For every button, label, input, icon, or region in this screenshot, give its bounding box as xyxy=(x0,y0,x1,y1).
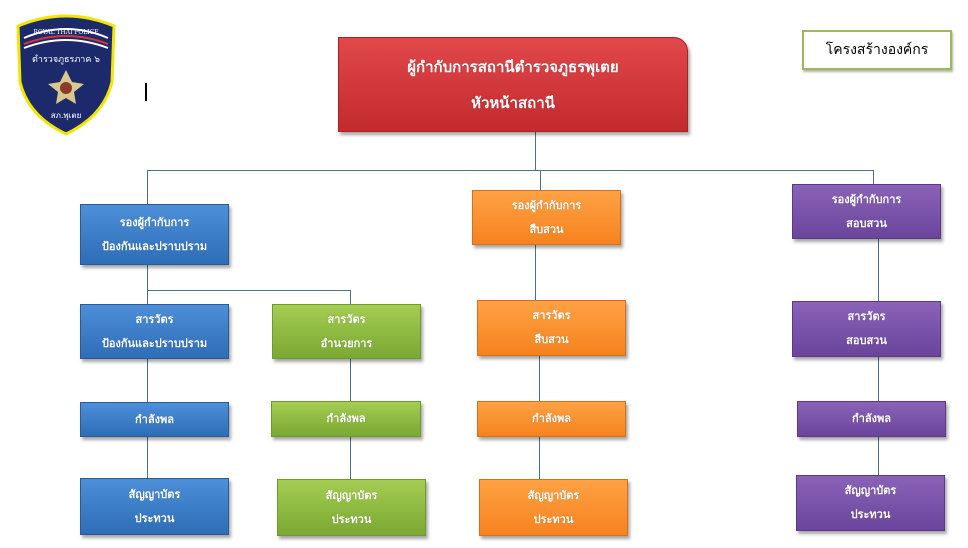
connector xyxy=(147,170,874,171)
node-ranks-prevention[interactable]: สัญญาบัตร ประทวน xyxy=(80,478,229,535)
node-deputy-investigation[interactable]: รองผู้กำกับการ สืบสวน xyxy=(472,190,621,245)
node-line2: ป้องกันและปราบปราม xyxy=(101,336,208,350)
node-line1: สารวัตร xyxy=(847,310,886,323)
node-station-chief[interactable]: ผู้กำกับการสถานีตำรวจภูธรพุเตย หัวหน้าสถ… xyxy=(338,37,688,132)
node-inspector-prevention[interactable]: สารวัตร ป้องกันและปราบปราม xyxy=(80,304,229,359)
node-ranks-inquiry[interactable]: สัญญาบัตร ประทวน xyxy=(796,475,945,531)
node-inspector-admin[interactable]: สารวัตร อำนวยการ xyxy=(272,304,421,359)
node-line1: รองผู้กำกับการ xyxy=(511,198,582,212)
node-inspector-inquiry[interactable]: สารวัตร สอบสวน xyxy=(792,301,941,357)
connector xyxy=(878,238,879,301)
node-label: กำลังพล xyxy=(135,412,174,426)
node-line2: ประทวน xyxy=(134,511,175,525)
node-label: กำลังพล xyxy=(326,412,366,425)
node-line1: ผู้กำกับการสถานีตำรวจภูธรพุเตย xyxy=(407,57,619,76)
node-line2: สืบสวน xyxy=(529,222,564,236)
node-personnel-inquiry[interactable]: กำลังพล xyxy=(797,401,946,437)
node-line1: สัญญาบัตร xyxy=(325,488,378,502)
node-line2: สืบสวน xyxy=(534,333,569,346)
node-line2: สอบสวน xyxy=(846,334,887,347)
node-line1: สัญญาบัตร xyxy=(527,488,580,502)
connector xyxy=(540,170,541,190)
node-personnel-investigation[interactable]: กำลังพล xyxy=(477,401,626,437)
node-label: กำลังพล xyxy=(532,412,571,425)
node-line1: รองผู้กำกับการ xyxy=(831,192,902,206)
node-line2: ประทวน xyxy=(331,512,372,526)
connector xyxy=(147,170,148,204)
node-line1: สารวัตร xyxy=(135,312,174,326)
node-line1: สารวัตร xyxy=(327,312,366,326)
svg-text:สภ.พุเตย: สภ.พุเตย xyxy=(51,111,82,120)
node-line1: รองผู้กำกับการ xyxy=(119,215,190,229)
node-deputy-inquiry[interactable]: รองผู้กำกับการ สอบสวน xyxy=(792,184,941,239)
node-personnel-admin[interactable]: กำลังพล xyxy=(271,401,421,437)
node-line2: ประทวน xyxy=(850,508,891,521)
connector xyxy=(350,290,351,304)
node-line1: สัญญาบัตร xyxy=(844,484,897,497)
connector xyxy=(535,244,536,300)
node-deputy-prevention[interactable]: รองผู้กำกับการ ป้องกันและปราบปราม xyxy=(80,204,229,265)
connector xyxy=(147,264,148,304)
text-cursor xyxy=(145,83,147,101)
connector xyxy=(147,290,351,291)
node-ranks-admin[interactable]: สัญญาบัตร ประทวน xyxy=(277,479,426,536)
node-line2: ป้องกันและปราบปราม xyxy=(101,239,208,253)
connector xyxy=(873,170,874,184)
node-line1: สัญญาบัตร xyxy=(128,487,181,501)
node-personnel-prevention[interactable]: กำลังพล xyxy=(80,402,229,437)
node-line1: สารวัตร xyxy=(532,309,571,322)
svg-text:ROYAL THAI POLICE: ROYAL THAI POLICE xyxy=(33,29,98,36)
connector xyxy=(535,131,536,171)
node-line2: อำนวยการ xyxy=(320,336,373,350)
node-ranks-investigation[interactable]: สัญญาบัตร ประทวน xyxy=(479,479,628,536)
svg-text:ตำรวจภูธรภาค ๖: ตำรวจภูธรภาค ๖ xyxy=(32,54,100,65)
node-line2: สอบสวน xyxy=(846,216,887,230)
node-line2: ประทวน xyxy=(533,512,574,526)
node-line2: หัวหน้าสถานี xyxy=(471,93,555,112)
node-inspector-investigation[interactable]: สารวัตร สืบสวน xyxy=(477,300,626,356)
node-label: กำลังพล xyxy=(852,412,891,425)
royal-thai-police-logo: ROYAL THAI POLICE ตำรวจภูธรภาค ๖ สภ.พุเต… xyxy=(16,14,116,136)
page-title: โครงสร้างองค์กร xyxy=(802,30,952,70)
